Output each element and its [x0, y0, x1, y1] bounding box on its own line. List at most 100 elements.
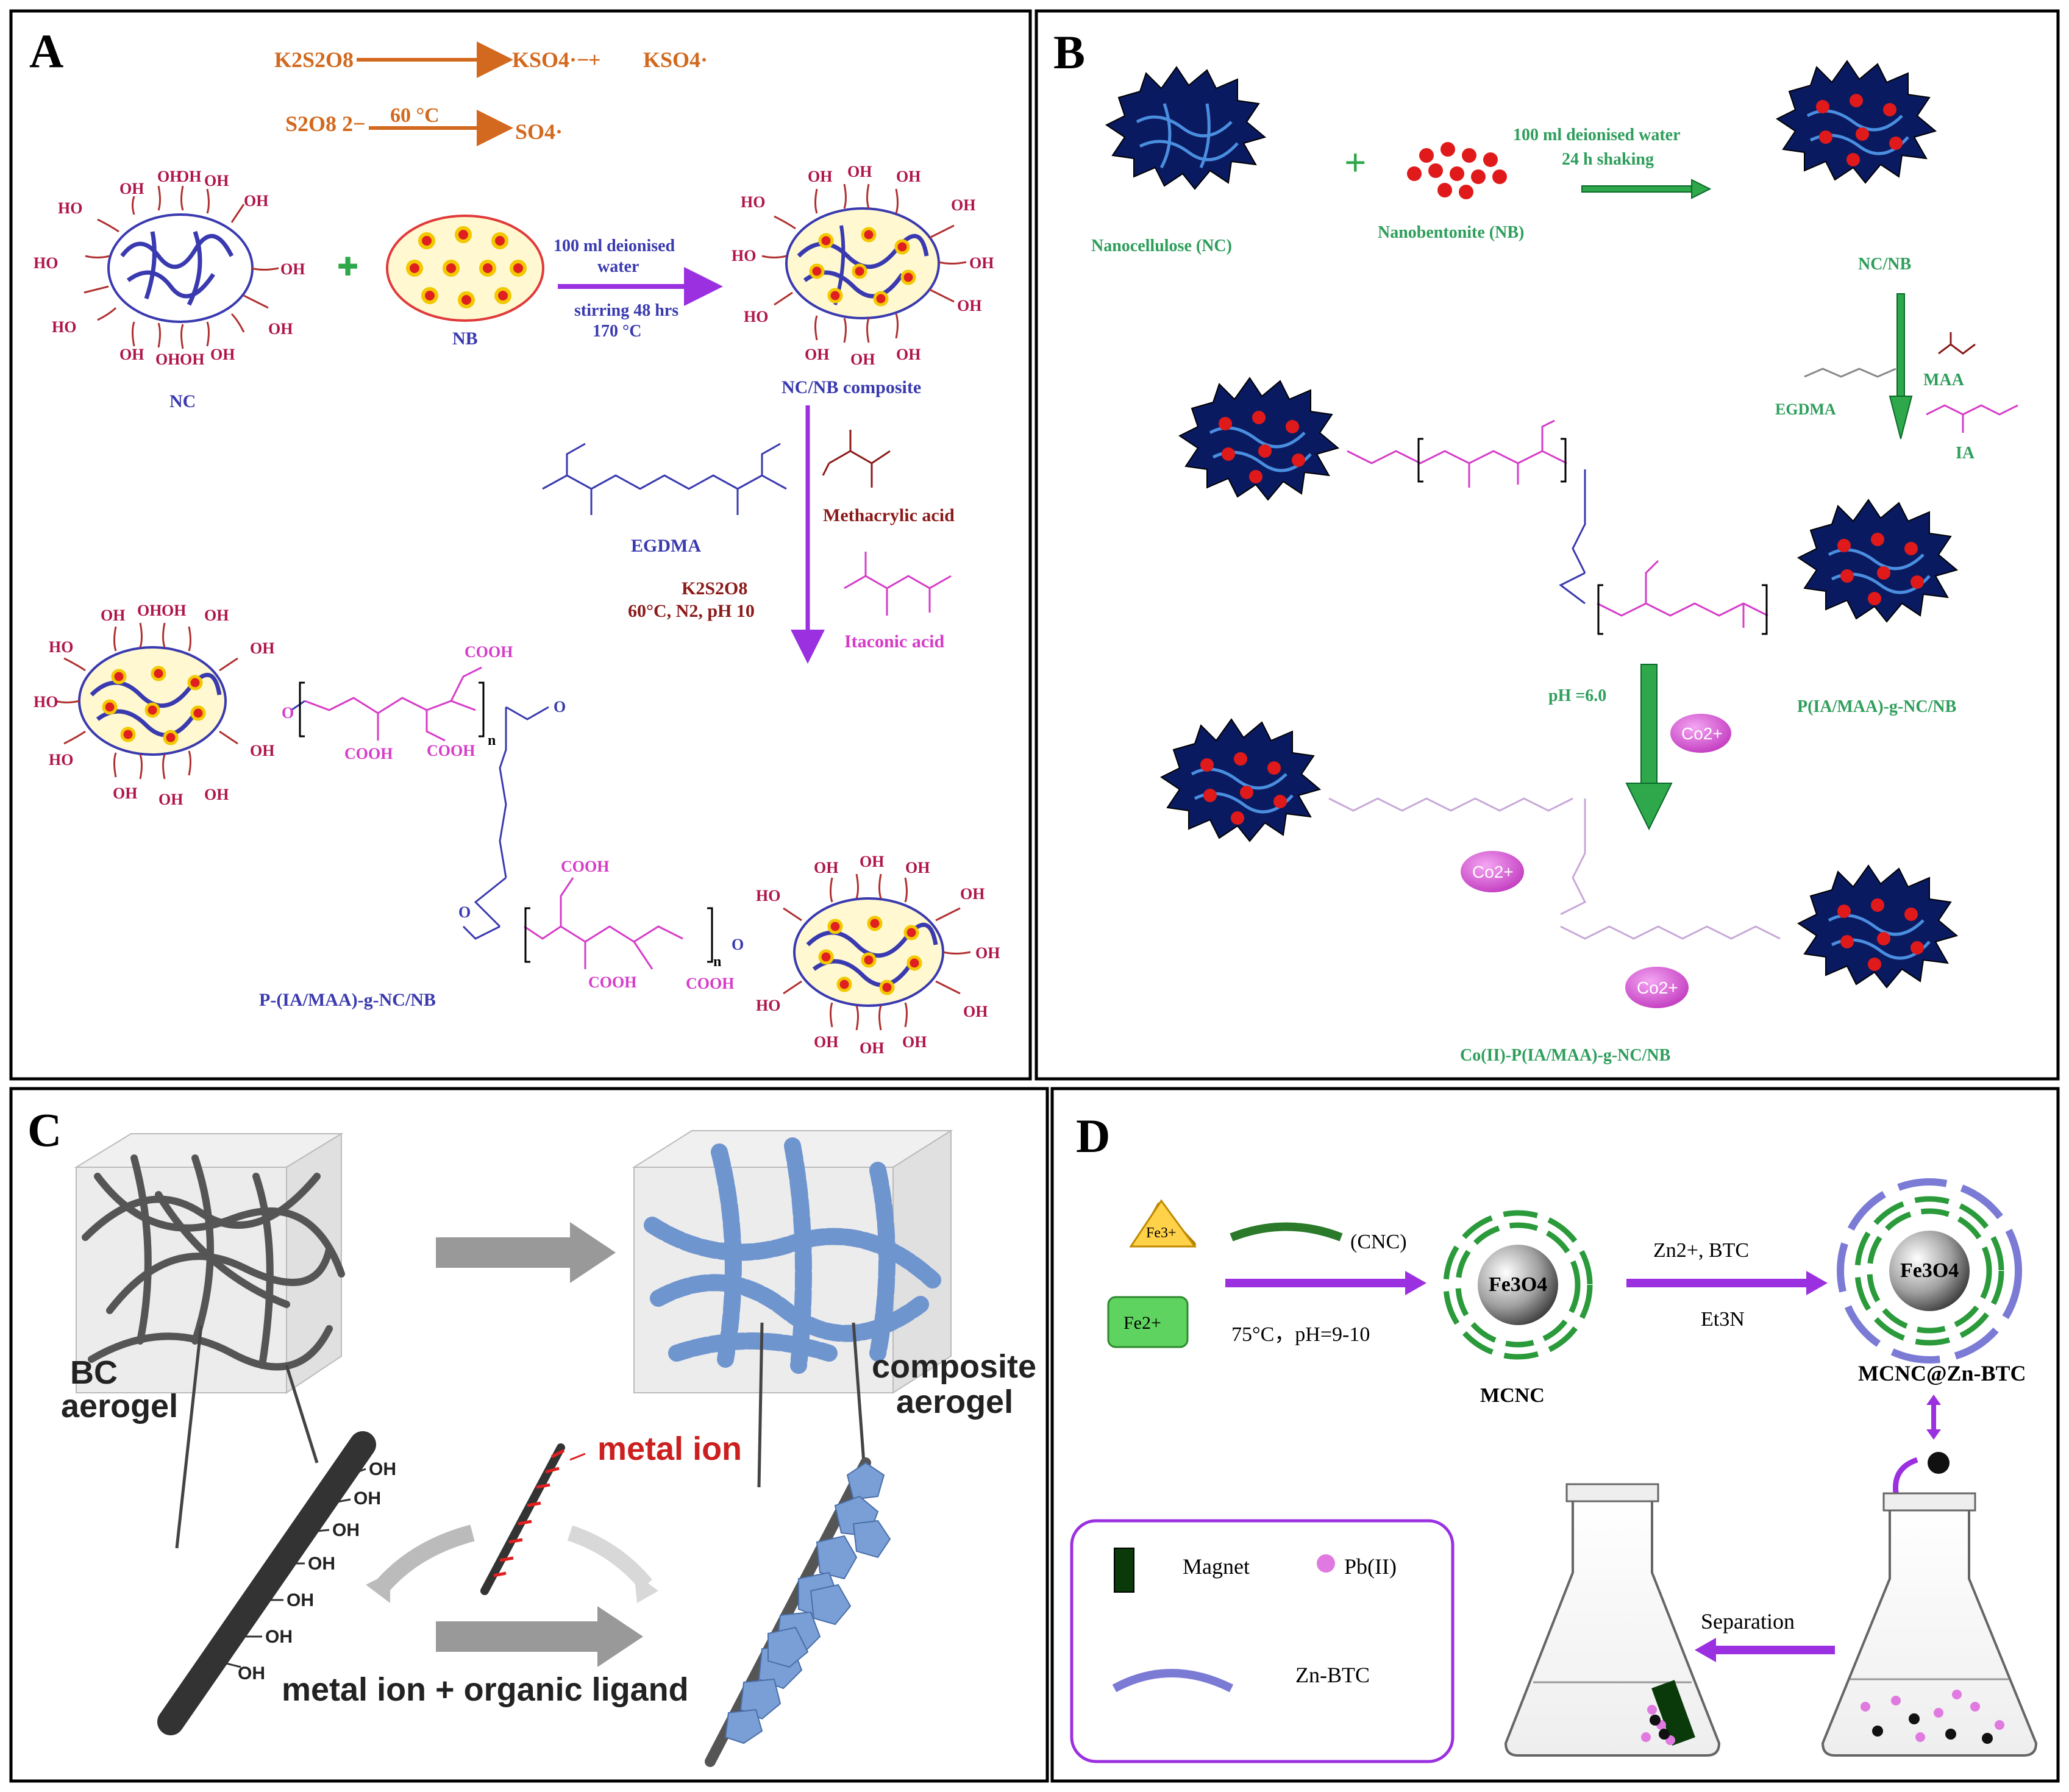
oh-group: OH [354, 1488, 381, 1509]
step1-b-arrow [1581, 179, 1712, 199]
composite-label-2: aerogel [896, 1384, 1013, 1420]
bc-label-2: aerogel [61, 1388, 178, 1424]
panel-c: C BC aerogel [27, 1103, 1036, 1767]
fe3-triangle: Fe3+ [1129, 1199, 1197, 1248]
co-ion-3: Co2+ [1625, 967, 1689, 1008]
panel-c-letter: C [27, 1103, 62, 1156]
nc-nb-composite-label: NC/NB composite [782, 377, 921, 397]
bottom-label-c: metal ion + organic ligand [282, 1671, 689, 1708]
metal-ion-label: metal ion [597, 1431, 742, 1467]
oh-label: OH [847, 163, 872, 180]
mcnc-label: MCNC [1480, 1384, 1545, 1407]
o-label: O [732, 936, 744, 953]
ia-label-b: IA [1956, 444, 1975, 463]
nb-label: NB [452, 329, 478, 349]
cnc-label: (CNC) [1350, 1231, 1407, 1253]
nc-nb-label-b: NC/NB [1858, 255, 1911, 274]
final-label-b: Co(II)-P(IA/MAA)-g-NC/NB [1460, 1046, 1670, 1065]
nc-label: NC [169, 391, 196, 411]
oh-group: OH [287, 1590, 314, 1610]
double-arrow [1926, 1395, 1941, 1440]
oh-label: OH [157, 168, 182, 185]
oh-label: OH [902, 1033, 927, 1051]
metal-ion-fiber [480, 1443, 586, 1595]
grafted-particle-b1 [1178, 377, 1340, 501]
cnc-arc-icon [1230, 1222, 1343, 1242]
oh-label: OH [250, 742, 274, 759]
ho-label: HO [34, 693, 58, 711]
ho-label: HO [732, 247, 756, 265]
cooh-label: COOH [344, 745, 393, 763]
bc-fiber: OH OH OH OH OH OH OH [157, 1431, 396, 1735]
eq2-reactant: S2O8 2− [285, 112, 366, 136]
ho-label: HO [49, 638, 73, 656]
fe3-label: Fe3+ [1146, 1225, 1177, 1241]
oh-label: OH [204, 172, 229, 190]
oh-label: OH [960, 885, 985, 903]
step3-b-arrow [1625, 664, 1673, 831]
oh-group: OH [308, 1554, 335, 1574]
oh-label: OH [250, 639, 274, 657]
eq2-condition: 60 °C [390, 104, 440, 127]
ho-label: HO [34, 254, 58, 272]
step1-b-line1: 100 ml deionised water [1513, 126, 1681, 144]
n-label: n [713, 954, 721, 970]
oh-label: OH [204, 606, 229, 624]
nb-label-b: Nanobentonite (NB) [1378, 223, 1524, 242]
oh-label: OH [814, 1033, 838, 1051]
nanobentonite-particles [1407, 142, 1507, 199]
step1-cond-3: stirring 48 hrs [574, 301, 678, 320]
nanocellulose-particle [1105, 66, 1267, 190]
legend-zn-btc-label: Zn-BTC [1295, 1663, 1370, 1687]
oh-group: OH [332, 1520, 360, 1540]
oh-label: OH [814, 859, 838, 876]
oh-label: OH [119, 346, 144, 363]
polymer-chain-b [1347, 419, 1768, 635]
monomer-structures-b [1804, 332, 2018, 433]
cooh-label: COOH [465, 643, 513, 661]
egdma-structure [542, 443, 787, 515]
step1-cond-4: 170 °C [593, 322, 641, 341]
oh-label: OH [280, 260, 305, 278]
oh-label: OH [808, 168, 832, 185]
step1-cond-1: 100 ml deionised [554, 236, 675, 255]
loaded-particle-b2 [1797, 864, 1959, 989]
flask-suspension [1821, 1492, 2038, 1757]
oh-label: OH [268, 320, 293, 338]
fe3o4-label-2: Fe3O4 [1900, 1259, 1959, 1282]
panel-a-letter: A [29, 24, 63, 77]
o-label: O [458, 903, 471, 921]
methacrylic-acid-structure [822, 430, 891, 488]
ph-label: pH =6.0 [1548, 686, 1606, 705]
oh-label: OH [963, 1003, 988, 1020]
cooh-label: COOH [686, 975, 734, 992]
flask-separated [1504, 1483, 1721, 1757]
co-ion-label: Co2+ [1681, 724, 1723, 743]
o-label: O [282, 704, 294, 722]
oh-label: OH [204, 786, 229, 803]
synthesis-arrow [436, 1606, 643, 1667]
magnet-icon [1114, 1548, 1134, 1593]
fe2-square: Fe2+ [1107, 1296, 1189, 1348]
co-ion-label: Co2+ [1637, 978, 1678, 997]
ho-label: HO [58, 199, 82, 217]
oh-label: OH [805, 346, 829, 363]
oh-label: OH [896, 168, 921, 185]
panel-b: B Nanocellulose (NC) + Nanobentonite (NB… [1053, 26, 2018, 1065]
step1-b-line2: 24 h shaking [1562, 150, 1654, 169]
fe3o4-label: Fe3O4 [1489, 1273, 1547, 1296]
n-label: n [488, 733, 496, 748]
oh-label: OH [101, 606, 125, 624]
co-ion-1: Co2+ [1670, 714, 1731, 753]
mcnc-particle: Fe3O4 [1443, 1210, 1593, 1360]
product-label-b: P(IA/MAA)-g-NC/NB [1797, 697, 1956, 716]
zn-btc-icon [1112, 1669, 1234, 1693]
cooh-label: COOH [427, 742, 475, 759]
zn-btc-reagents: Zn2+, BTC [1653, 1239, 1749, 1262]
nc-nb-composite: OH OH OH OH HO HO OH OH HO OH OH OH [732, 163, 994, 368]
separation-arrow [1695, 1638, 1835, 1662]
panel-b-letter: B [1053, 26, 1085, 79]
ho-label: HO [756, 887, 780, 905]
itaconic-label: Itaconic acid [844, 631, 944, 652]
eq2-product: SO4· [515, 119, 563, 144]
